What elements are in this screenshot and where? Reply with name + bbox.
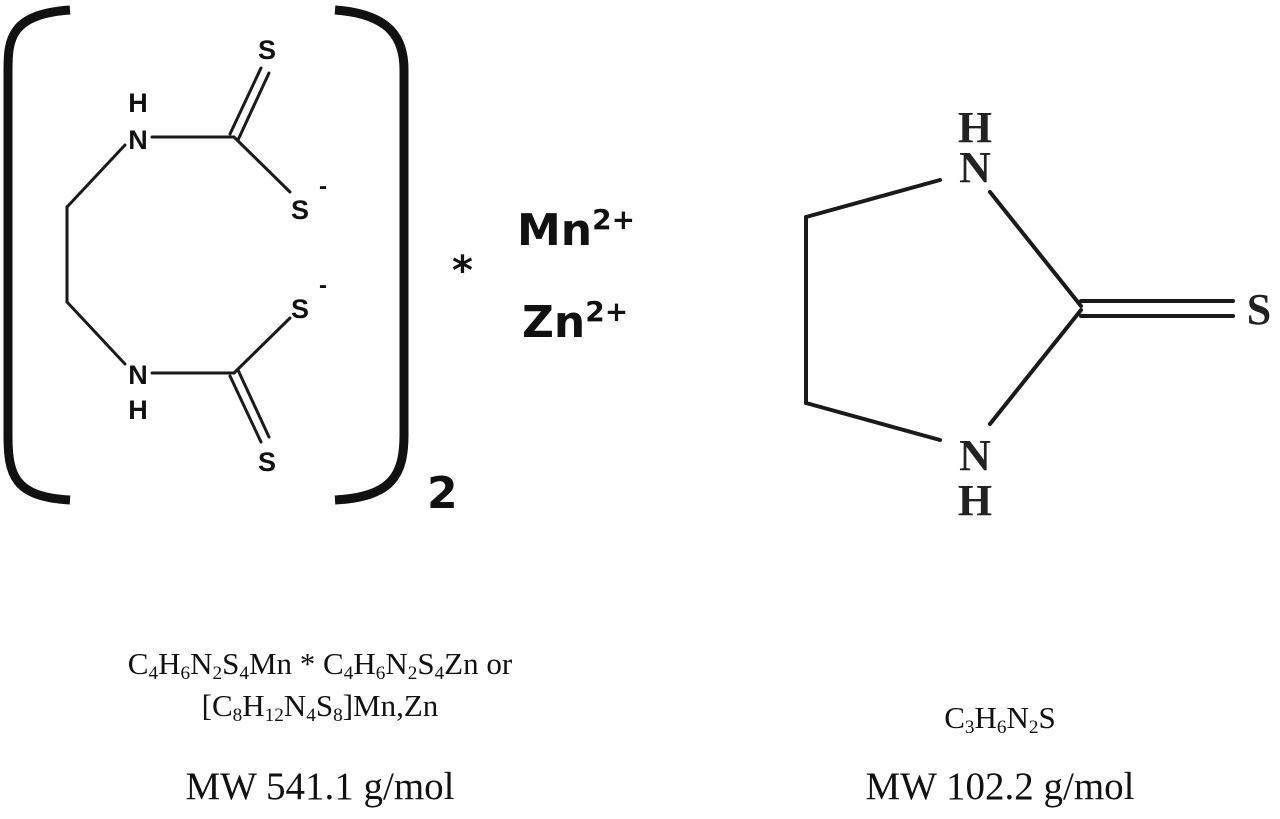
atom-s-top: S	[258, 35, 276, 65]
right-structure: H N S N H	[804, 103, 1271, 525]
bond-n1-c2	[988, 190, 1083, 308]
formula-subscript: 6	[996, 716, 1007, 738]
formula-subscript: 12	[264, 704, 284, 726]
left-formula: C4H6N2S4Mn * C4H6N2S4Zn or [C8H12N4S8]Mn…	[20, 643, 620, 727]
formula-segment: ]Mn,Zn	[342, 688, 439, 723]
atom-h-bottom: H	[128, 395, 148, 425]
atom-n-bottom: N	[128, 360, 148, 390]
ion-mn: Mn2+	[517, 203, 635, 256]
formula-subscript: 4	[434, 662, 445, 684]
formula-segment: C	[944, 700, 965, 735]
formula-segment: Mn * C	[248, 646, 344, 681]
formula-segment: S	[315, 688, 334, 723]
asterisk-separator: *	[452, 248, 473, 294]
ring-atom-n-top: N	[959, 143, 991, 192]
bond-c-s-double-top-a	[228, 66, 263, 136]
bond-n3-c2	[988, 308, 1083, 426]
atom-h-top: H	[128, 88, 148, 118]
formula-subscript: 8	[232, 704, 243, 726]
ion-mn-charge: 2+	[592, 203, 635, 236]
ring-atom-h-top: H	[958, 103, 992, 152]
bracket-multiplier: 2	[427, 468, 458, 519]
formula-segment: N	[190, 646, 213, 681]
formula-subscript: 2	[407, 662, 418, 684]
formula-segment: H	[353, 646, 376, 681]
right-molecular-weight: MW 102.2 g/mol	[865, 765, 1135, 808]
atom-s-bottom: S	[258, 447, 276, 477]
ring-atom-h-bottom: H	[958, 476, 992, 525]
left-formula-line2: [C8H12N4S8]Mn,Zn	[20, 685, 620, 727]
bond-c-s-minus-bottom	[232, 316, 292, 375]
right-formula: C3H6N2S	[740, 697, 1260, 739]
formula-segment: C	[127, 646, 149, 681]
formula-subscript: 4	[148, 662, 159, 684]
formula-subscript: 2	[212, 662, 223, 684]
left-formula-line1: C4H6N2S4Mn * C4H6N2S4Zn or	[20, 643, 620, 685]
formula-segment: N	[385, 646, 408, 681]
left-structure: S H N S - S - N H S 2 *	[3, 5, 473, 519]
left-bracket	[3, 5, 71, 505]
bond-c-s-double-bottom-b	[236, 368, 271, 439]
formula-segment: N	[283, 688, 307, 723]
formula-subscript: 6	[375, 662, 386, 684]
atom-s-minus-bottom: S	[291, 294, 309, 324]
bond-n1-ch2	[804, 178, 942, 219]
formula-subscript: 4	[343, 662, 354, 684]
formula-subscript: 8	[333, 704, 343, 726]
ion-zn: Zn2+	[522, 295, 628, 348]
formula-segment: S	[417, 646, 435, 681]
formula-subscript: 4	[306, 704, 316, 726]
atom-s-minus-top: S	[291, 195, 309, 225]
formula-segment: H	[242, 688, 265, 723]
formula-segment: [C	[201, 688, 233, 723]
bond-c-s-double-bottom-a	[228, 374, 263, 444]
formula-subscript: 3	[964, 716, 975, 738]
formula-segment: Zn or	[444, 646, 513, 681]
ring-atom-s: S	[1247, 285, 1271, 334]
charge-minus-bottom: -	[319, 272, 327, 299]
formula-segment: S	[222, 646, 240, 681]
formula-segment: H	[974, 700, 997, 735]
formula-subscript: 6	[180, 662, 191, 684]
ring-atom-n-bottom: N	[959, 431, 991, 480]
right-bracket	[334, 5, 409, 505]
formula-subscript: 4	[239, 662, 249, 684]
bond-ch2-n-bottom	[65, 300, 127, 366]
ion-mn-symbol: Mn	[517, 205, 592, 256]
bond-c-s-double-top-b	[236, 71, 271, 142]
bond-c-s-minus-top	[232, 135, 292, 194]
left-molecular-weight: MW 541.1 g/mol	[185, 765, 455, 808]
metal-ions: Mn2+ Zn2+	[517, 203, 635, 348]
bond-ch2-n3	[804, 401, 942, 442]
atom-n-top: N	[128, 125, 148, 155]
bond-n-ch2-top	[65, 143, 127, 209]
formula-subscript: 2	[1028, 716, 1039, 738]
charge-minus-top: -	[319, 173, 327, 200]
formula-segment: N	[1006, 700, 1029, 735]
ion-zn-charge: 2+	[585, 295, 628, 328]
formula-segment: H	[158, 646, 181, 681]
formula-segment: S	[1038, 700, 1056, 735]
ion-zn-symbol: Zn	[522, 297, 585, 348]
